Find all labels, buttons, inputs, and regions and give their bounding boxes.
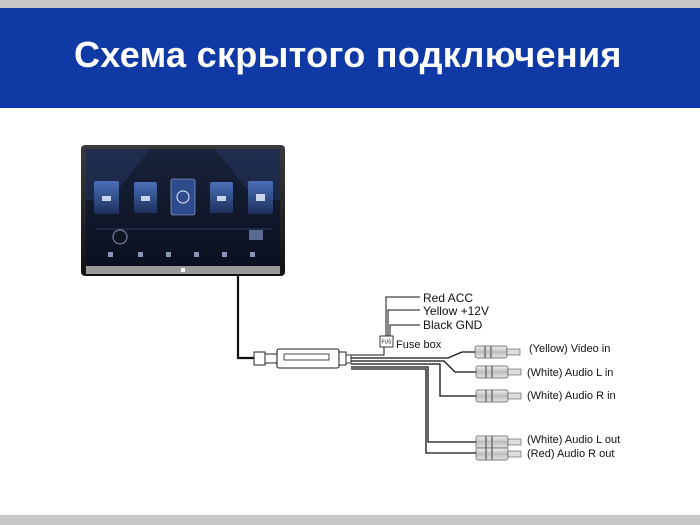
page-title: Схема скрытого подключения: [74, 34, 622, 75]
title-banner: [0, 8, 700, 108]
rca-plug-audio-l-out: [475, 435, 522, 449]
fuse-box-label: Fuse box: [396, 339, 442, 351]
rca-plug-audio-l-in: [475, 365, 522, 379]
wire-label-yellow-12v: Yellow +12V: [423, 304, 489, 318]
rca-plugs: [474, 345, 522, 461]
bottom-gray-strip: [0, 515, 700, 525]
label-audio-l-in: (White) Audio L in: [527, 367, 613, 379]
rca-plug-audio-r-out: [475, 447, 522, 461]
power-branch: [351, 296, 420, 356]
monitor-cable: [236, 276, 254, 360]
headrest-monitor: [81, 145, 285, 276]
fuse-box-icon: [379, 335, 394, 348]
label-video-in: (Yellow) Video in: [529, 343, 610, 355]
label-audio-r-in: (White) Audio R in: [527, 390, 616, 402]
fuse-badge: FUS: [382, 340, 393, 346]
wire-label-black-gnd: Black GND: [423, 318, 483, 332]
av-trunk: [351, 351, 476, 454]
label-audio-l-out: (White) Audio L out: [527, 434, 620, 446]
wire-label-red-acc: Red ACC: [423, 291, 473, 305]
harness-connector: [253, 348, 352, 369]
label-audio-r-out: (Red) Audio R out: [527, 448, 614, 460]
top-gray-strip: [0, 0, 700, 8]
rca-plug-video-in: [474, 345, 521, 359]
rca-plug-audio-r-in: [475, 389, 522, 403]
screen-app-tiles: [94, 178, 273, 216]
screen-nav-icons: [108, 252, 255, 257]
